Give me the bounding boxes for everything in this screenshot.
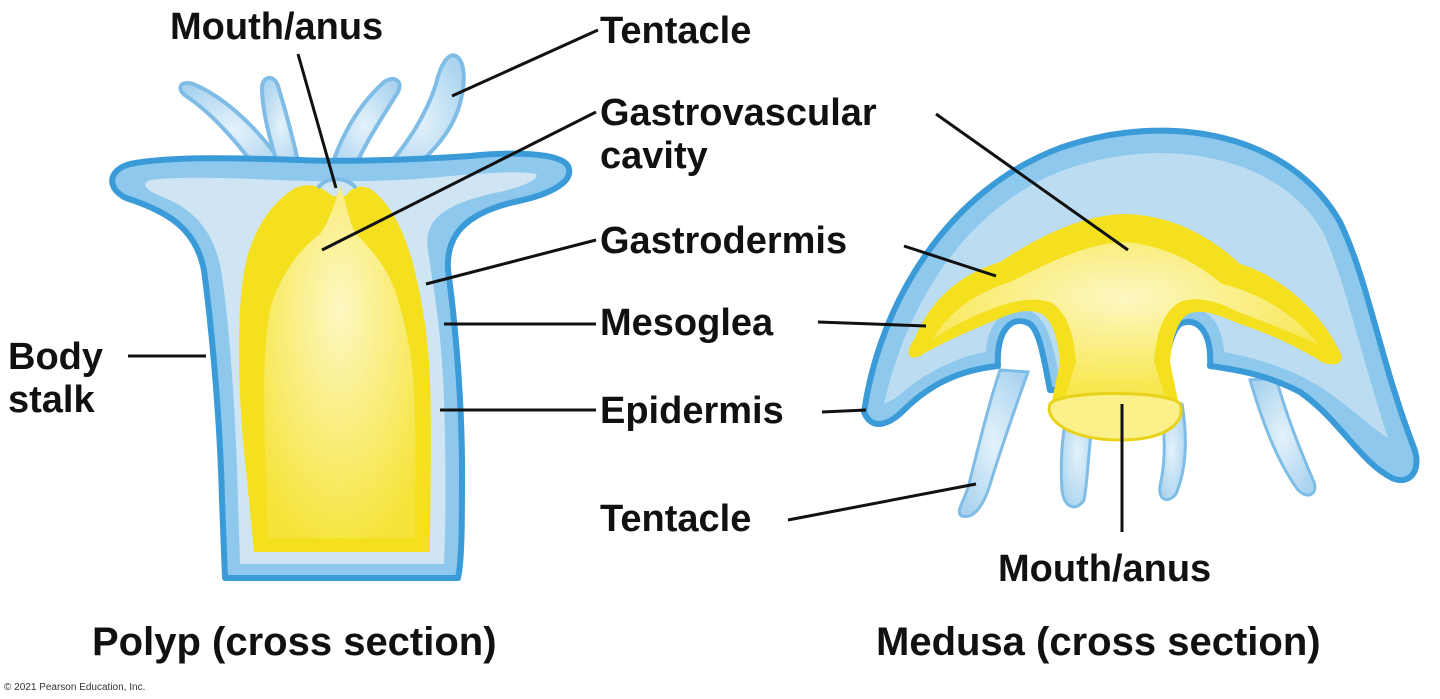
polyp-diagram <box>109 53 573 581</box>
label-medusa-mouth-anus: Mouth/anus <box>998 548 1212 590</box>
label-mesoglea: Mesoglea <box>600 302 774 344</box>
leader-medusa-tentacle <box>787 482 977 522</box>
polyp-tentacle-left <box>178 81 290 179</box>
leader-medusa-epidermis <box>821 408 867 414</box>
leader-medusa-gastrodermis <box>903 244 997 278</box>
caption-medusa: Medusa (cross section) <box>876 620 1321 664</box>
leader-polyp-cavity <box>321 110 597 252</box>
label-body-stalk-line2: stalk <box>8 378 95 421</box>
leader-polyp-mouth <box>296 53 338 189</box>
label-medusa-tentacle: Tentacle <box>600 498 752 540</box>
label-epidermis: Epidermis <box>600 390 784 432</box>
polyp-tentacle-right <box>374 53 466 185</box>
medusa-tentacle-1 <box>957 368 1031 518</box>
polyp-tentacles <box>178 53 466 185</box>
label-gastrovascular-line2: cavity <box>600 134 708 177</box>
leader-medusa-mesoglea <box>817 320 927 328</box>
label-polyp-mouth-anus: Mouth/anus <box>170 6 384 48</box>
leader-polyp-tentacle <box>451 28 599 98</box>
leader-medusa-cavity <box>935 112 1129 252</box>
label-gastrodermis: Gastrodermis <box>600 220 848 262</box>
label-gastrovascular-cavity: Gastrovascular cavity <box>600 92 877 177</box>
label-body-stalk-line1: Body <box>8 336 103 378</box>
polyp-gastrovascular-cavity <box>264 186 416 538</box>
leader-lines <box>128 28 1129 532</box>
medusa-tentacle-4 <box>1248 376 1317 497</box>
label-tentacle-top: Tentacle <box>600 10 752 52</box>
caption-polyp: Polyp (cross section) <box>92 620 497 664</box>
label-gastrovascular-line1: Gastrovascular <box>600 92 877 134</box>
medusa-mouth-region <box>1047 392 1183 442</box>
label-body-stalk: Body stalk <box>8 336 103 421</box>
medusa-gastrovascular-cavity <box>932 242 1318 400</box>
polyp-mouth <box>316 177 358 190</box>
polyp-tentacle-mid-right <box>327 76 402 177</box>
polyp-tentacle-mid-left <box>259 76 303 175</box>
copyright-notice: © 2021 Pearson Education, Inc. <box>4 682 146 693</box>
leader-polyp-gastrodermis <box>425 238 597 286</box>
medusa-diagram <box>861 127 1420 518</box>
